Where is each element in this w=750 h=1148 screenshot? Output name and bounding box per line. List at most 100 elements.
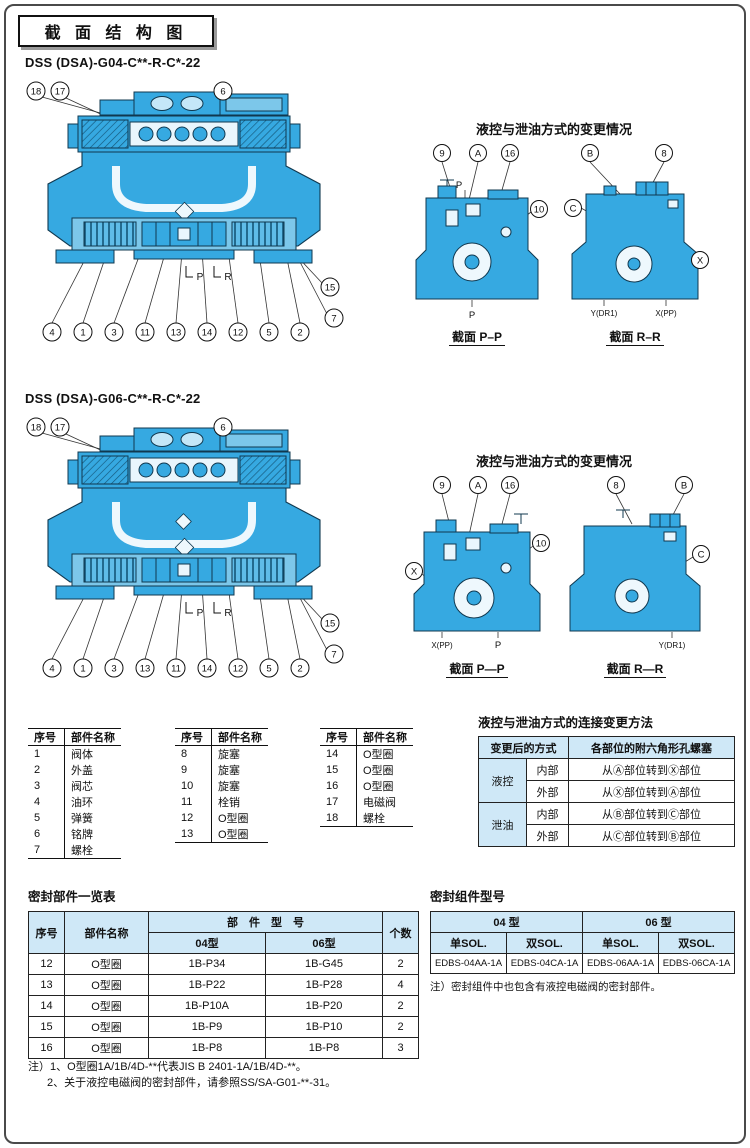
table-row: 外部 从Ⓒ部位转到Ⓑ部位 — [479, 824, 735, 847]
model-label-g06: DSS (DSA)-G06-C**-R-C*-22 — [25, 391, 201, 406]
section-body — [569, 509, 701, 632]
callout-label: 4 — [49, 328, 54, 339]
callout-label: 8 — [613, 481, 618, 492]
col-header: 个数 — [382, 911, 419, 954]
page-title: 截 面 结 构 图 — [18, 15, 214, 47]
section-view-pp-g04: P P 9 A 16 10 截面 P–P — [402, 142, 552, 346]
spool-section — [55, 217, 313, 264]
callout-label: 13 — [140, 664, 151, 675]
section-caption: 截面 P—P — [402, 660, 552, 678]
seal-kit-note: 注）密封组件中也包含有液控电磁阀的密封部件。 — [430, 981, 661, 993]
change-method-title: 液控与泄油方式的连接变更方法 — [478, 716, 654, 730]
col-header: 序号 — [320, 728, 357, 746]
col-header: 序号 — [175, 728, 212, 746]
seal-kit-title: 密封组件型号 — [430, 890, 506, 904]
callout-label: 18 — [31, 87, 42, 98]
footnote-1: 注）1、O型圈1A/1B/4D-**代表JIS B 2401-1A/1B/4D-… — [28, 1061, 307, 1073]
footnote-2: 2、关于液控电磁阀的密封部件，请参照SS/SA-G01-**-31。 — [47, 1077, 337, 1089]
callout-label: 3 — [111, 664, 116, 675]
callout-label: 12 — [233, 328, 244, 339]
seal-kit-section: 密封组件型号 04 型 06 型 单SOL. 双SOL. 单SOL. 双SOL.… — [429, 886, 736, 994]
section-body — [413, 513, 541, 632]
callout-label: C — [698, 550, 705, 561]
table-row: 泄油 内部 从Ⓑ部位转到Ⓒ部位 — [478, 802, 735, 847]
port-label-xpp: X(PP) — [431, 641, 453, 650]
port-label-xpp: X(PP) — [655, 309, 677, 318]
port-label-bottom: P — [469, 310, 475, 321]
seal-kit-table: 04 型 06 型 单SOL. 双SOL. 单SOL. 双SOL. EDBS-0… — [429, 911, 736, 974]
section-rr-drawing: Y(DR1) X(PP) B 8 C X — [564, 144, 709, 318]
port-label-p: P — [197, 272, 204, 283]
change-method-section: 液控与泄油方式的连接变更方法 变更后的方式 各部位的附六角形孔螺塞 液控 内部 … — [478, 712, 735, 847]
callout-label: 3 — [111, 328, 116, 339]
callout-label: 10 — [534, 205, 545, 216]
callout-label: 9 — [439, 481, 444, 492]
callout-label: X — [697, 256, 704, 267]
side-title-g06: 液控与泄油方式的变更情况 — [475, 454, 632, 469]
section-caption: 截面 R—R — [560, 660, 710, 678]
callout-label: 6 — [220, 87, 225, 98]
callout-label: X — [411, 567, 418, 578]
port-marks — [185, 602, 221, 614]
col-header: 06 型 — [582, 911, 736, 933]
port-label-r: R — [224, 272, 231, 283]
callout-label: 7 — [331, 314, 336, 325]
callout-label: C — [570, 204, 577, 215]
callout-label: 13 — [171, 328, 182, 339]
main-diagram-g04: P R 18 17 6 15 7 4 1 3 11 13 14 12 5 2 — [26, 81, 344, 342]
section-view-rr-g04: Y(DR1) X(PP) B 8 C X 截面 R–R — [560, 142, 710, 346]
callout-label: 17 — [55, 87, 66, 98]
port-label-p: P — [197, 608, 204, 619]
callout-label: 1 — [80, 328, 85, 339]
section-pp-drawing: P P 9 A 16 10 — [415, 144, 548, 321]
callout-label: 12 — [233, 664, 244, 675]
group-cell: 泄油 — [478, 802, 527, 847]
col-header: 各部位的附六角形孔螺塞 — [568, 736, 735, 759]
callout-label: 4 — [49, 664, 54, 675]
table-row: 液控 内部 从Ⓐ部位转到Ⓧ部位 — [478, 758, 735, 803]
port-label-ydr1: Y(DR1) — [591, 309, 618, 318]
col-header: 单SOL. — [430, 932, 507, 954]
col-header: 双SOL. — [505, 932, 584, 954]
callout-label: 18 — [31, 423, 42, 434]
pilot-assembly — [67, 91, 301, 153]
callout-label: 5 — [266, 328, 271, 339]
section-body — [571, 181, 699, 300]
callouts-g06: 18 17 6 15 7 4 1 3 13 11 14 12 5 2 — [26, 417, 344, 678]
seal-parts-title: 密封部件一览表 — [28, 890, 116, 904]
col-header: 双SOL. — [658, 932, 736, 954]
col-header: 单SOL. — [582, 932, 660, 954]
col-header: 部件名称 — [211, 728, 268, 746]
callout-label: 14 — [202, 328, 213, 339]
callout-label: 1 — [80, 664, 85, 675]
port-marks — [185, 266, 221, 278]
col-header: 06型 — [265, 932, 383, 954]
group-cell: 液控 — [478, 758, 527, 803]
callout-label: 16 — [505, 481, 516, 492]
callout-label: 2 — [297, 664, 302, 675]
spool-section — [55, 553, 313, 600]
callout-label: 14 — [202, 664, 213, 675]
col-header: 部 件 型 号 — [148, 911, 383, 933]
callout-label: 6 — [220, 423, 225, 434]
